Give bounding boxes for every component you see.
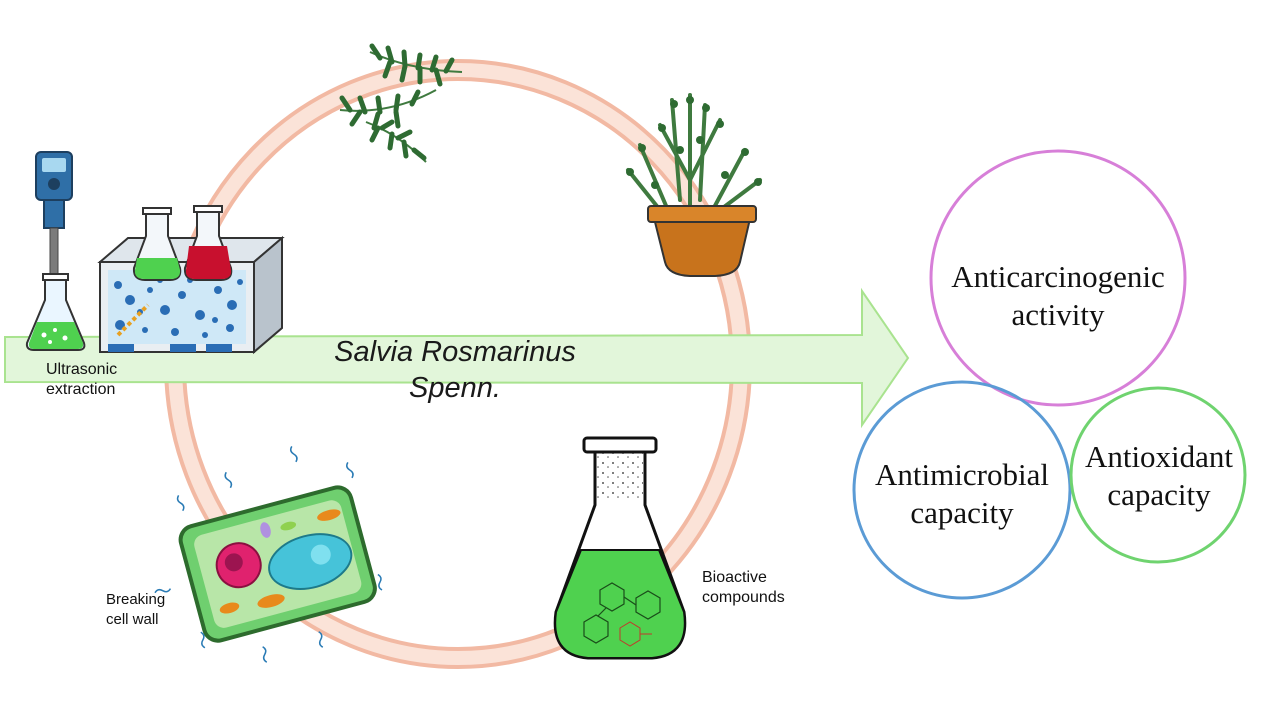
main-title-line1: Salvia Rosmarinus bbox=[334, 336, 576, 368]
anticarcinogenic-line1: Anticarcinogenic bbox=[951, 259, 1165, 294]
bioactive-label: Bioactive compounds bbox=[702, 568, 785, 608]
cell-wall-label-line2: cell wall bbox=[106, 611, 159, 628]
antioxidant-text: Antioxidant capacity bbox=[1072, 438, 1246, 514]
ultrasonic-label-line2: extraction bbox=[46, 381, 116, 398]
process-arrow bbox=[4, 287, 910, 429]
antioxidant-line2: capacity bbox=[1107, 477, 1211, 512]
cell-wall-label: Breaking cell wall bbox=[106, 590, 165, 630]
ultrasonic-bath-icon bbox=[97, 205, 285, 355]
antimicrobial-circle bbox=[852, 380, 1072, 600]
ultrasonic-label: Ultrasonic extraction bbox=[46, 360, 117, 400]
potted-rosemary-icon bbox=[626, 93, 762, 277]
ultrasonic-label-line1: Ultrasonic bbox=[46, 361, 118, 378]
main-title-line2: Spenn. bbox=[409, 372, 501, 404]
antimicrobial-line2: capacity bbox=[910, 495, 1014, 530]
antioxidant-line1: Antioxidant bbox=[1084, 439, 1234, 474]
ultrasonic-probe-icon bbox=[25, 151, 86, 351]
antimicrobial-text: Antimicrobial capacity bbox=[856, 456, 1068, 532]
bioactive-label-line1: Bioactive bbox=[702, 569, 767, 586]
antimicrobial-line1: Antimicrobial bbox=[875, 457, 1049, 492]
cell-wall-label-line1: Breaking bbox=[106, 591, 166, 608]
erlenmeyer-flask-icon bbox=[553, 436, 687, 660]
rosemary-sprig-icon bbox=[339, 43, 463, 163]
anticarcinogenic-line2: activity bbox=[1011, 297, 1105, 332]
bioactive-label-line2: compounds bbox=[702, 589, 785, 606]
antioxidant-circle bbox=[1069, 386, 1247, 564]
anticarcinogenic-text: Anticarcinogenic activity bbox=[938, 258, 1178, 334]
main-title: Salvia Rosmarinus Spenn. bbox=[300, 334, 610, 406]
anticarcinogenic-circle bbox=[929, 149, 1187, 407]
plant-cell-icon bbox=[154, 446, 383, 663]
